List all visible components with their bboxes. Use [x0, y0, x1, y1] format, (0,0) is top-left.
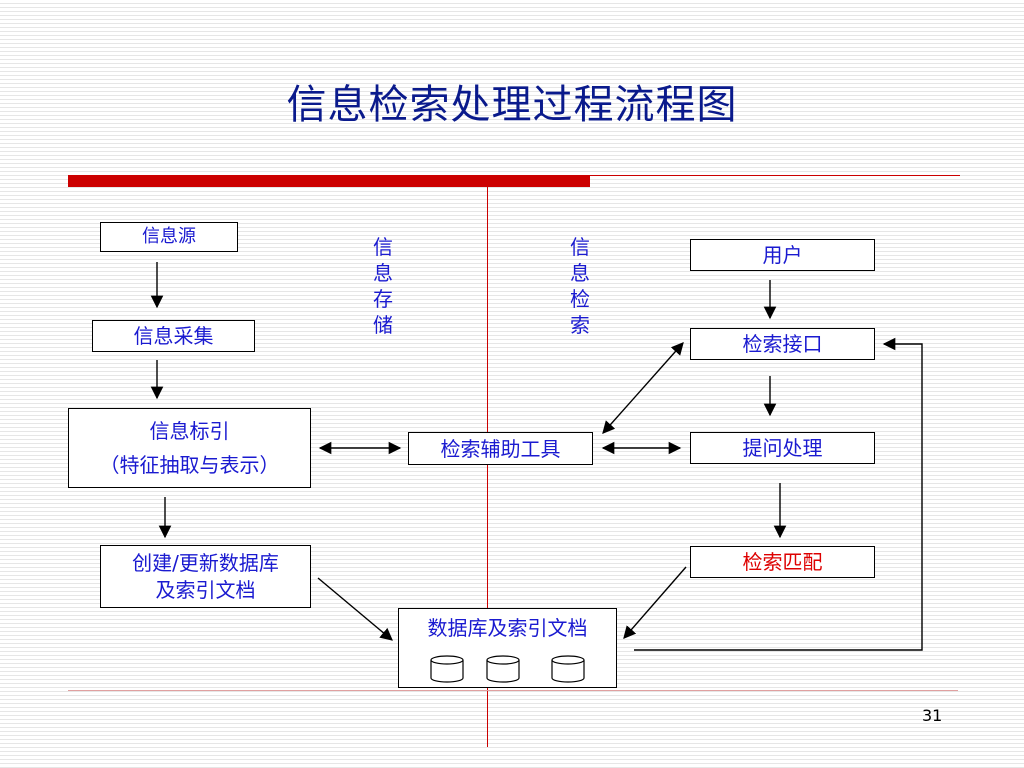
database-cylinder-icon-1 — [430, 655, 464, 683]
node-info-collect: 信息采集 — [92, 320, 255, 352]
database-cylinder-icon-2 — [486, 655, 520, 683]
node-search-match: 检索匹配 — [690, 546, 875, 578]
arrow-aux-interface-bidirectional — [602, 342, 684, 434]
node-create-db-line1: 创建/更新数据库 — [132, 550, 279, 575]
title-underline-bar — [68, 175, 590, 187]
footer-divider-line — [68, 690, 958, 691]
title-underline-thin — [590, 175, 960, 176]
center-divider-line — [487, 187, 488, 747]
database-cylinders — [430, 655, 585, 683]
node-aux-tools: 检索辅助工具 — [408, 432, 593, 465]
node-create-db: 创建/更新数据库 及索引文档 — [100, 545, 311, 608]
node-info-index-line1: 信息标引 — [149, 419, 230, 443]
arrow-db-feedback-to-interface — [634, 337, 923, 651]
node-search-interface: 检索接口 — [690, 328, 875, 360]
node-info-index: 信息标引 （特征抽取与表示） — [68, 408, 311, 488]
node-database-label: 数据库及索引文档 — [427, 616, 588, 640]
arrow-match-to-db — [623, 566, 687, 639]
storage-column-label: 信息存储 — [373, 235, 393, 337]
retrieval-column-label: 信息检索 — [570, 235, 590, 337]
node-user: 用户 — [690, 239, 875, 271]
arrow-create-to-db — [317, 577, 393, 641]
database-cylinder-icon-3 — [551, 655, 585, 683]
slide-title: 信息检索处理过程流程图 — [286, 82, 738, 128]
node-info-index-line2: （特征抽取与表示） — [99, 453, 280, 477]
node-info-source: 信息源 — [100, 222, 238, 252]
node-create-db-line2: 及索引文档 — [155, 577, 256, 602]
page-number: 31 — [922, 706, 943, 725]
node-query-processing: 提问处理 — [690, 432, 875, 464]
